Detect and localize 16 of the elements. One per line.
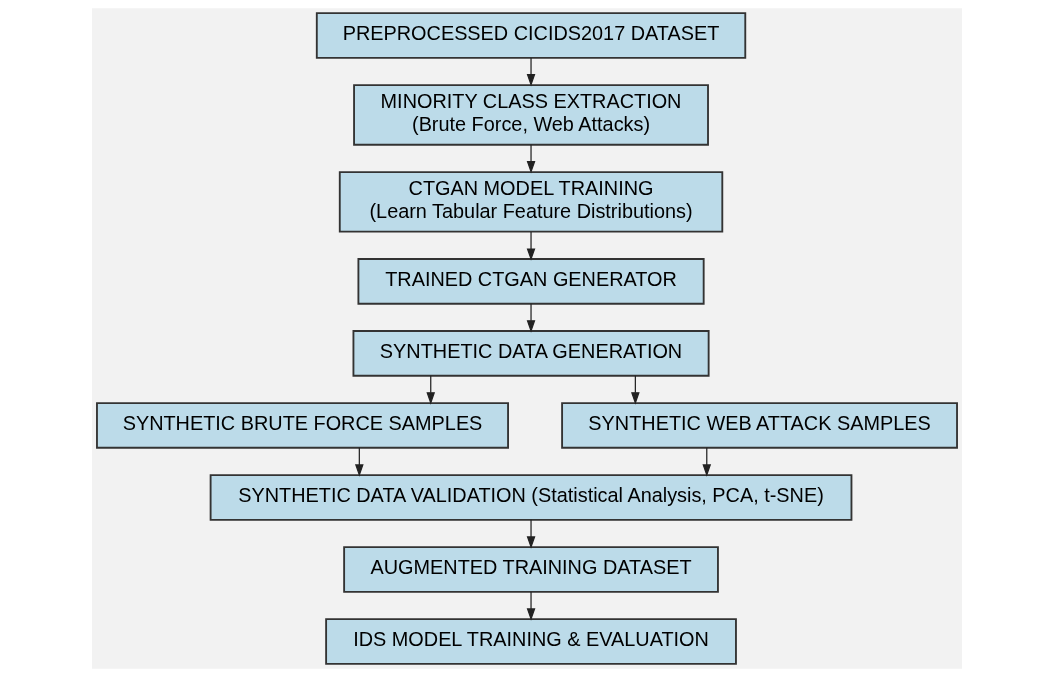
node-box: MINORITY CLASS EXTRACTION (Brute Force, Web Attacks) bbox=[353, 84, 709, 146]
node-box: SYNTHETIC WEB ATTACK SAMPLES bbox=[561, 402, 958, 449]
arrow bbox=[526, 303, 536, 333]
node-box: AUGMENTED TRAINING DATASET bbox=[343, 546, 719, 593]
node-box: SYNTHETIC DATA VALIDATION (Statistical Analysis, PCA, t-SNE) bbox=[209, 474, 853, 521]
node-box: SYNTHETIC BRUTE FORCE SAMPLES bbox=[96, 402, 509, 449]
node-box: PREPROCESSED CICIDS2017 DATASET bbox=[315, 12, 747, 59]
node-box: SYNTHETIC DATA GENERATION bbox=[352, 330, 710, 377]
node-box: TRAINED CTGAN GENERATOR bbox=[357, 258, 705, 305]
arrow bbox=[526, 144, 536, 174]
arrow bbox=[526, 591, 536, 621]
node-box: IDS MODEL TRAINING & EVALUATION bbox=[325, 618, 737, 665]
node-box: CTGAN MODEL TRAINING (Learn Tabular Feature Distributions) bbox=[338, 171, 724, 233]
arrow bbox=[526, 231, 536, 261]
arrow bbox=[526, 57, 536, 87]
arrow bbox=[526, 519, 536, 549]
